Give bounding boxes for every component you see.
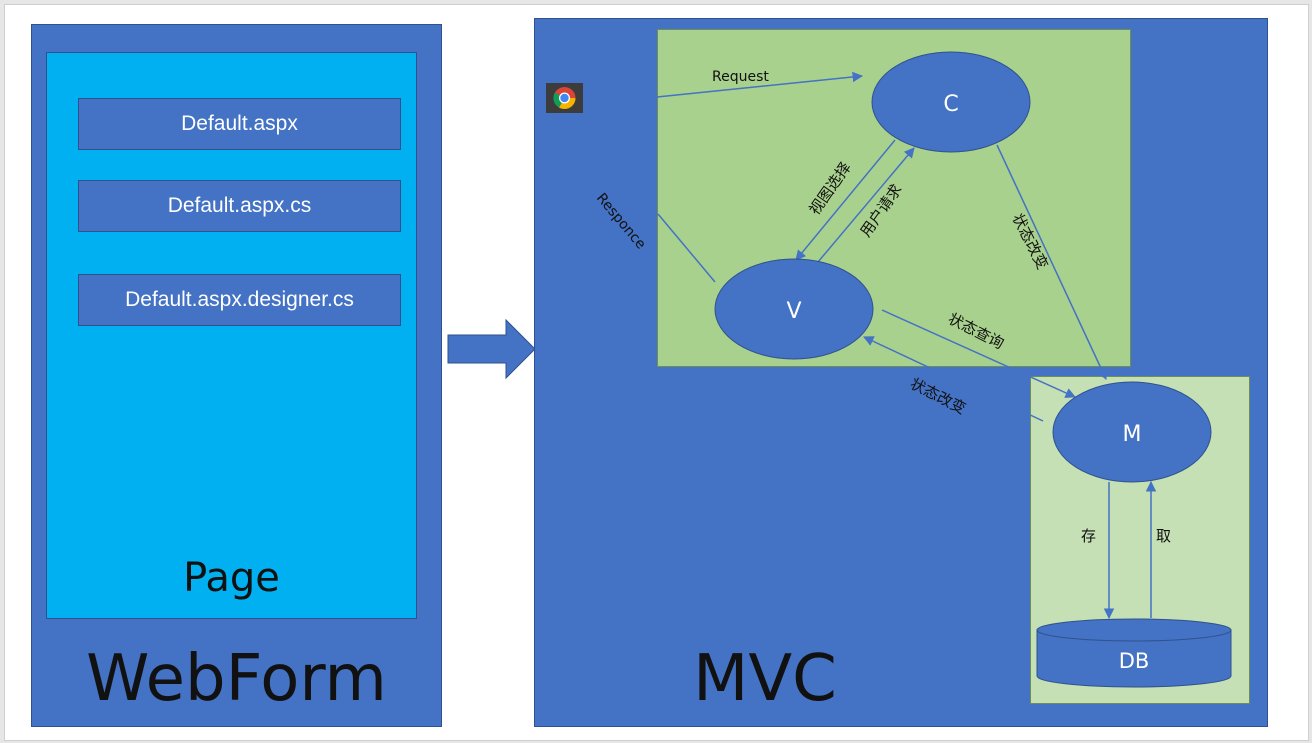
state-change-arrow <box>863 336 1044 422</box>
model-label: M <box>1123 422 1142 447</box>
store-label: 存 <box>1081 527 1096 545</box>
controller-label: C <box>943 92 958 117</box>
right-arrow-icon <box>447 318 536 380</box>
user-request-arrow <box>817 147 915 263</box>
fetch-label: 取 <box>1156 527 1171 545</box>
state-change-cm-label: 状态改变 <box>1008 211 1051 273</box>
file-label: Default.aspx.designer.cs <box>125 288 354 311</box>
state-query-label: 状态查询 <box>945 310 1007 353</box>
request-label: Request <box>712 69 769 85</box>
page-box: Default.aspx Default.aspx.cs Default.asp… <box>46 52 417 619</box>
user-request-label: 用户请求 <box>857 181 906 240</box>
c-to-m-arrow <box>996 144 1107 380</box>
webform-panel: Default.aspx Default.aspx.cs Default.asp… <box>31 24 442 727</box>
state-query-arrow <box>881 309 1076 398</box>
view-node <box>714 258 874 360</box>
mvc-title: MVC <box>693 642 837 716</box>
page-label: Page <box>183 555 280 601</box>
request-arrow <box>656 71 864 98</box>
database-icon <box>1036 618 1232 688</box>
view-select-arrow <box>795 139 896 261</box>
chrome-browser-icon <box>546 83 583 113</box>
file-default-aspx-cs: Default.aspx.cs <box>78 180 401 232</box>
model-node <box>1052 381 1212 483</box>
file-label: Default.aspx <box>181 112 298 135</box>
controller-node <box>871 51 1031 153</box>
database-label: DB <box>1119 649 1150 673</box>
view-select-label: 视图选择 <box>806 159 855 218</box>
state-change-mv-label: 状态改变 <box>907 375 969 418</box>
webform-title: WebForm <box>86 642 387 716</box>
file-label: Default.aspx.cs <box>167 194 312 217</box>
responce-label: Responce <box>593 190 649 252</box>
file-default-aspx-designer-cs: Default.aspx.designer.cs <box>78 274 401 326</box>
file-default-aspx: Default.aspx <box>78 98 401 150</box>
responce-line <box>657 213 716 283</box>
view-label: V <box>786 299 801 324</box>
